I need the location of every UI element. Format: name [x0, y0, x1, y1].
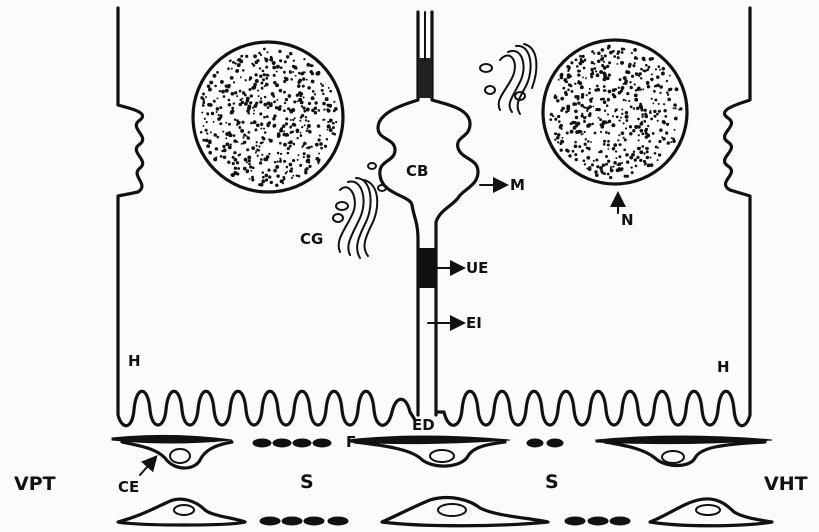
label-CE: CE [118, 478, 139, 496]
endothelial-cell-left [122, 442, 232, 468]
label-UE: UE [466, 259, 488, 277]
upper-junction-UE [418, 248, 436, 288]
endothelial-nucleus-middle [430, 450, 454, 462]
endothelial-nucleus-left [170, 449, 190, 463]
label-H-left: H [128, 352, 141, 370]
junction-left-wall [378, 12, 418, 415]
label-EI: EI [466, 314, 482, 332]
arrow-CE [140, 458, 155, 475]
label-F: F [346, 433, 356, 451]
label-CB: CB [406, 162, 428, 180]
fibrils-row-top [112, 435, 772, 447]
junction-apical-band [418, 58, 432, 98]
endothelial-nucleus-right [662, 451, 684, 463]
fibrils-row-bottom [118, 498, 772, 526]
endothelial-cell-right [605, 442, 765, 466]
label-S-left: S [300, 471, 314, 493]
label-VHT: VHT [764, 473, 808, 495]
golgi-complex-right [480, 44, 536, 114]
label-M: M [510, 176, 525, 194]
label-N: N [621, 211, 634, 229]
label-H-right: H [717, 358, 730, 376]
label-CG: CG [300, 230, 323, 248]
junction-right-wall [432, 12, 478, 415]
label-ED: ED [412, 416, 435, 434]
label-S-right: S [545, 471, 559, 493]
golgi-complex-left [333, 163, 386, 258]
label-VPT: VPT [14, 473, 56, 495]
